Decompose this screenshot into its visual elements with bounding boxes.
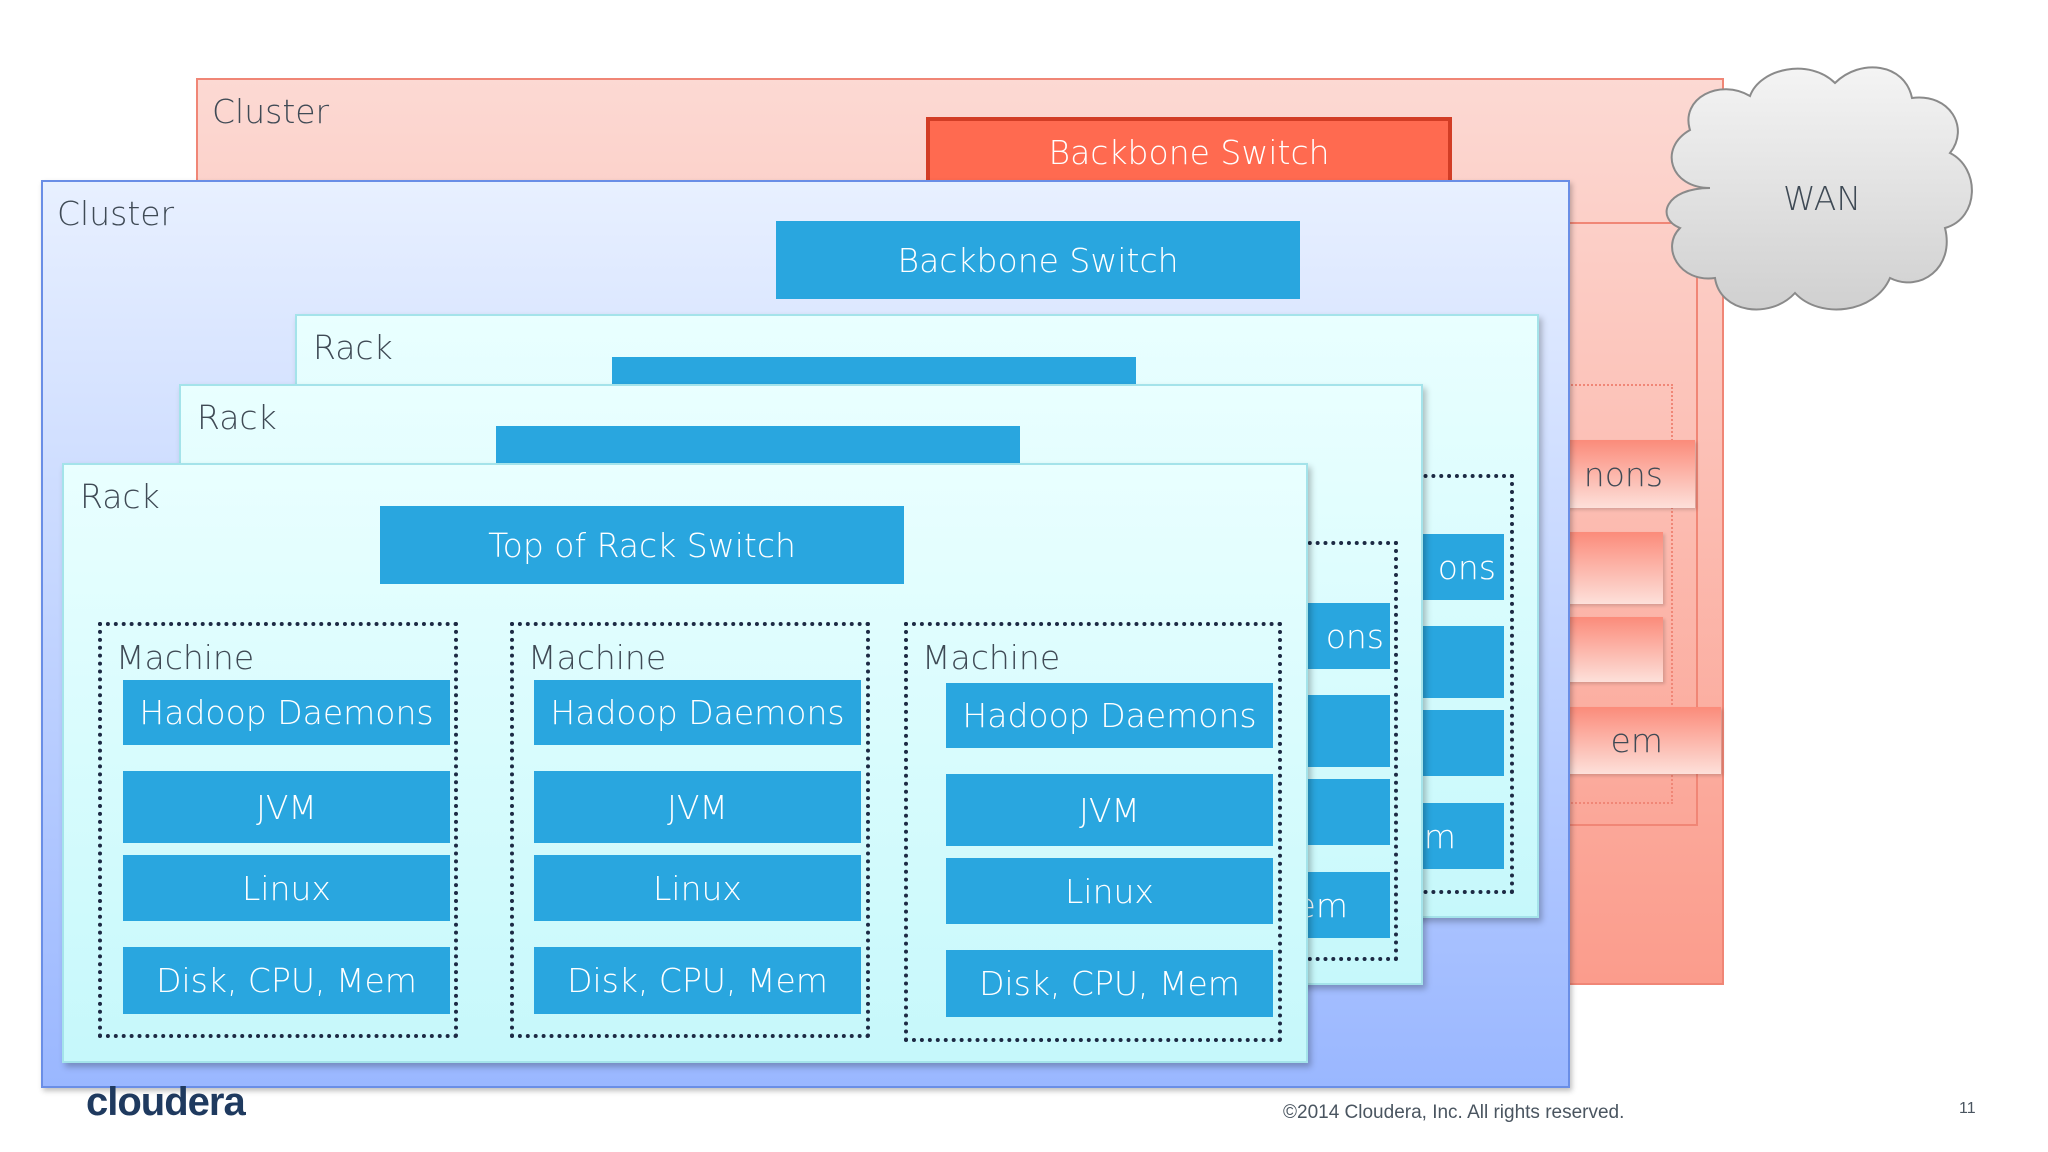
machine-3-label: Machine [922,638,1061,677]
wan-cloud-icon: WAN [1665,66,1973,311]
back-tile-daemons: nons [1566,440,1695,508]
machine-1-hadoop-daemons: Hadoop Daemons [123,680,450,745]
rack-mid-label: Rack [197,398,277,437]
copyright-text: ©2014 Cloudera, Inc. All rights reserved… [1283,1102,1625,1123]
machine-2-linux: Linux [534,855,861,921]
rack-mid-tile-disk: em [1300,872,1390,938]
rack-back-label: Rack [313,328,393,367]
wan-label: WAN [1783,179,1861,218]
machine-1-linux: Linux [123,855,450,921]
back-tile-disk: em [1566,707,1721,774]
machine-3: Machine [904,622,1282,1042]
machine-2: Machine [510,622,870,1038]
rack-mid-tile-jvm [1300,695,1390,767]
machine-1-jvm: JVM [123,771,450,843]
machine-1-disk-cpu-mem: Disk, CPU, Mem [123,947,450,1014]
machine-3-hadoop-daemons: Hadoop Daemons [946,683,1273,748]
rack-mid-tile-daemons: ons [1300,603,1390,669]
machine-1: Machine [98,622,458,1038]
machine-3-disk-cpu-mem: Disk, CPU, Mem [946,950,1273,1017]
machine-2-disk-cpu-mem: Disk, CPU, Mem [534,947,861,1014]
rack-mid-tile-linux [1300,779,1390,845]
front-cluster-label: Cluster [57,194,175,233]
machine-2-hadoop-daemons: Hadoop Daemons [534,680,861,745]
machine-2-label: Machine [528,638,667,677]
back-cluster-label: Cluster [212,92,330,131]
front-backbone-switch: Backbone Switch [776,221,1300,299]
page-number: 11 [1959,1100,1976,1117]
back-tile-linux [1566,617,1663,682]
back-tile-jvm [1566,532,1663,604]
rack-front-switch: Top of Rack Switch [380,506,904,584]
machine-1-label: Machine [116,638,255,677]
cloudera-logo: cloudera [86,1080,246,1124]
machine-2-jvm: JVM [534,771,861,843]
rack-front-label: Rack [80,477,160,516]
machine-3-linux: Linux [946,858,1273,924]
machine-3-jvm: JVM [946,774,1273,846]
back-backbone-switch: Backbone Switch [926,117,1452,187]
